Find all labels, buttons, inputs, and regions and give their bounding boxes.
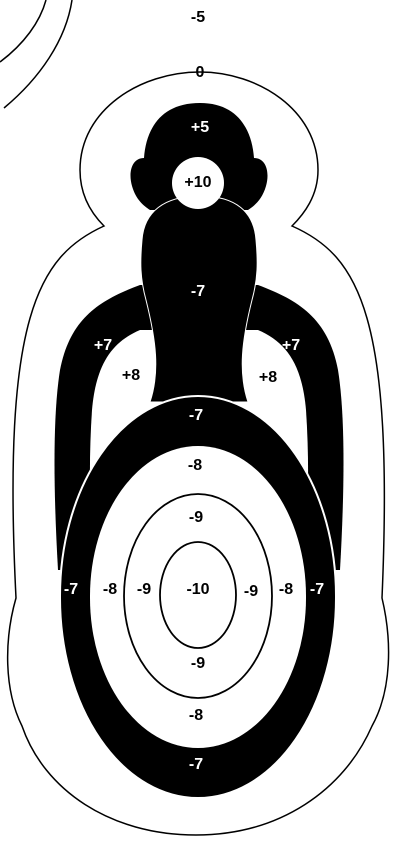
score-outer: -5 — [191, 9, 205, 26]
score-silhouette: 0 — [196, 64, 205, 81]
score-neck: -7 — [191, 283, 205, 300]
outer-arc-2 — [0, 0, 46, 62]
score-shoulder-right-outer: +7 — [282, 337, 300, 354]
score-left-9: -9 — [137, 581, 151, 598]
score-head: +5 — [191, 119, 209, 136]
score-right-8: -8 — [279, 581, 293, 598]
score-ring9-top: -9 — [189, 509, 203, 526]
score-body-bottom: -7 — [189, 756, 203, 773]
score-left-7: -7 — [64, 581, 78, 598]
score-bullseye: -10 — [186, 581, 209, 598]
score-ring8-top: -8 — [188, 457, 202, 474]
score-left-8: -8 — [103, 581, 117, 598]
score-right-9: -9 — [244, 583, 258, 600]
score-body-top: -7 — [189, 407, 203, 424]
score-head-center: +10 — [184, 174, 211, 191]
score-shoulder-left-outer: +7 — [94, 337, 112, 354]
score-ring8-bottom: -8 — [189, 707, 203, 724]
score-right-7: -7 — [310, 581, 324, 598]
score-shoulder-left-inner: +8 — [122, 367, 140, 384]
score-shoulder-right-inner: +8 — [259, 369, 277, 386]
score-ring9-bottom: -9 — [191, 655, 205, 672]
outer-arc-1 — [4, 0, 72, 108]
